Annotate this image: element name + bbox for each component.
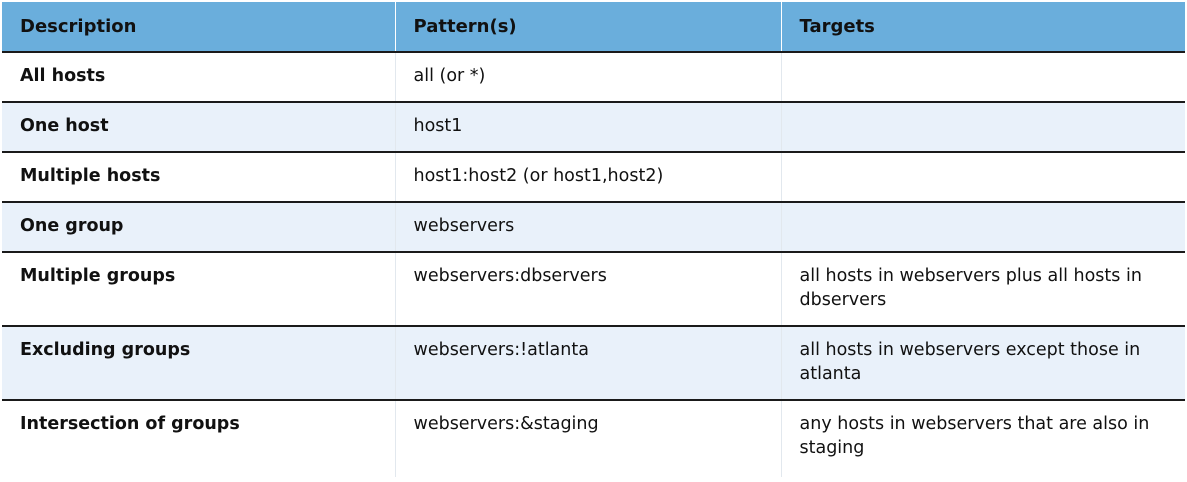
cell-description: One group (2, 202, 395, 253)
header-targets: Targets (780, 2, 1185, 53)
cell-pattern: webservers (394, 202, 781, 253)
cell-targets (780, 102, 1185, 153)
cell-targets (780, 202, 1185, 253)
cell-description: Excluding groups (2, 326, 395, 401)
cell-description: Multiple groups (2, 252, 395, 327)
cell-pattern: host1:host2 (or host1,host2) (394, 152, 781, 203)
header-patterns: Pattern(s) (394, 2, 781, 53)
table-row: Multiple groups webservers:dbservers all… (2, 252, 1185, 327)
table-row: One group webservers (2, 202, 1185, 253)
table-row: All hosts all (or *) (2, 52, 1185, 103)
table-header-row: Description Pattern(s) Targets (2, 2, 1185, 53)
cell-pattern: webservers:&staging (394, 400, 781, 477)
cell-targets: all hosts in webservers plus all hosts i… (780, 252, 1185, 327)
table-row: Intersection of groups webservers:&stagi… (2, 400, 1185, 477)
table-row: One host host1 (2, 102, 1185, 153)
cell-description: One host (2, 102, 395, 153)
table-row: Multiple hosts host1:host2 (or host1,hos… (2, 152, 1185, 203)
cell-targets (780, 52, 1185, 103)
header-description: Description (2, 2, 395, 53)
table-row: Excluding groups webservers:!atlanta all… (2, 326, 1185, 401)
cell-description: Multiple hosts (2, 152, 395, 203)
cell-pattern: all (or *) (394, 52, 781, 103)
cell-targets: all hosts in webservers except those in … (780, 326, 1185, 401)
cell-description: Intersection of groups (2, 400, 395, 477)
cell-pattern: webservers:!atlanta (394, 326, 781, 401)
cell-pattern: webservers:dbservers (394, 252, 781, 327)
cell-targets: any hosts in webservers that are also in… (780, 400, 1185, 477)
cell-targets (780, 152, 1185, 203)
cell-pattern: host1 (394, 102, 781, 153)
cell-description: All hosts (2, 52, 395, 103)
